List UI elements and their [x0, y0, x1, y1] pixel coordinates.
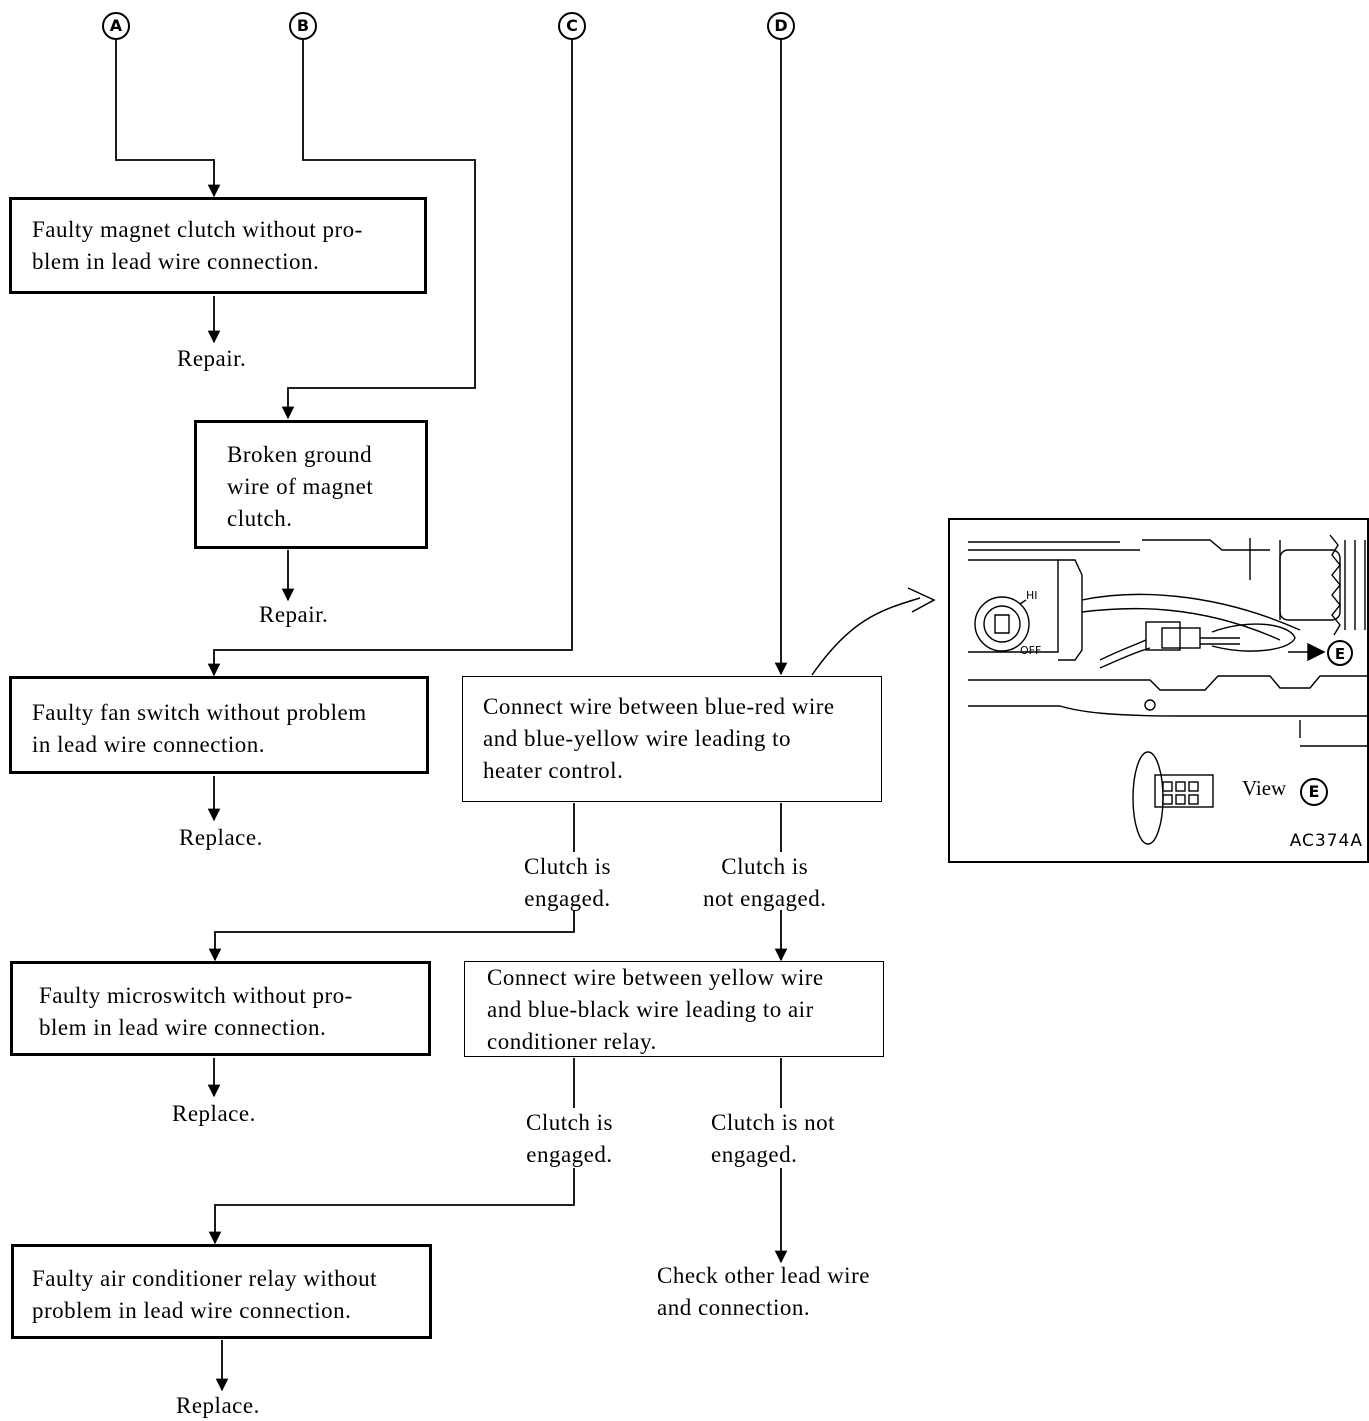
- box-text-line: Faulty fan switch without problem: [32, 700, 367, 725]
- box-text-line: clutch.: [227, 506, 293, 531]
- box-connect-heater-control: Connect wire between blue-red wire and b…: [462, 676, 882, 802]
- result-repair-ground-wire: Repair.: [259, 602, 329, 627]
- box-text-line: Connect wire between yellow wire: [487, 965, 824, 990]
- box-text-line: Connect wire between blue-red wire: [483, 694, 835, 719]
- connector-a: [115, 40, 221, 198]
- condition-text-line: Clutch is: [524, 854, 611, 879]
- switch-off-label: OFF: [1020, 644, 1041, 657]
- condition-text-line: engaged.: [711, 1142, 798, 1167]
- marker-d: D: [767, 12, 795, 40]
- connector-relay-engaged: [208, 1168, 575, 1245]
- switch-hi-label: HI: [1026, 589, 1038, 602]
- condition-text-line: Clutch is: [526, 1110, 613, 1135]
- box-text-line: blem in lead wire connection.: [39, 1015, 327, 1040]
- condition-text-line: not engaged.: [703, 886, 827, 911]
- marker-c: C: [558, 12, 586, 40]
- illustration-pointer-arrow: [811, 597, 921, 676]
- box-text-line: Faulty microswitch without pro-: [39, 983, 353, 1008]
- box-faulty-magnet-clutch: Faulty magnet clutch without pro- blem i…: [9, 197, 427, 294]
- box-text-line: and blue-black wire leading to air: [487, 997, 814, 1022]
- heater-control-illustration: HI OFF E: [968, 534, 1367, 845]
- box-text-line: Faulty air conditioner relay without: [32, 1266, 378, 1291]
- result-check-other-lead-wire: Check other lead wire and connection.: [657, 1260, 870, 1324]
- box-text-line: heater control.: [483, 758, 624, 783]
- condition-heater-clutch-not-engaged: Clutch is not engaged.: [703, 851, 827, 915]
- marker-a: A: [102, 12, 130, 40]
- box-connect-ac-relay: Connect wire between yellow wire and blu…: [464, 961, 884, 1057]
- illustration-pointer-head: [907, 587, 936, 613]
- box-broken-ground-wire: Broken ground wire of magnet clutch.: [194, 420, 428, 549]
- result-text-line: Check other lead wire: [657, 1263, 870, 1288]
- box-text-line: Faulty magnet clutch without pro-: [32, 217, 363, 242]
- box-text-line: conditioner relay.: [487, 1029, 657, 1054]
- view-e-label: View: [1242, 776, 1287, 800]
- box-faulty-fan-switch: Faulty fan switch without problem in lea…: [9, 676, 429, 774]
- condition-relay-clutch-engaged: Clutch is engaged.: [526, 1107, 613, 1171]
- box-text-line: Broken ground: [227, 442, 373, 467]
- result-text-line: and connection.: [657, 1295, 811, 1320]
- connector-c: [207, 40, 573, 677]
- condition-text-line: Clutch is: [721, 854, 809, 879]
- result-replace-fan-switch: Replace.: [179, 825, 263, 850]
- figure-code: AC374A: [1289, 831, 1363, 851]
- view-e-marker: E: [1300, 778, 1328, 806]
- result-repair-magnet-clutch: Repair.: [177, 346, 247, 371]
- box-text-line: problem in lead wire connection.: [32, 1298, 352, 1323]
- condition-text-line: engaged.: [524, 886, 611, 911]
- condition-text-line: engaged.: [526, 1142, 613, 1167]
- box-faulty-microswitch: Faulty microswitch without pro- blem in …: [10, 961, 431, 1056]
- box-text-line: and blue-yellow wire leading to: [483, 726, 792, 751]
- box-faulty-ac-relay: Faulty air conditioner relay without pro…: [11, 1244, 432, 1339]
- condition-relay-clutch-not-engaged: Clutch is not engaged.: [711, 1107, 835, 1171]
- connector-heater-engaged: [208, 910, 575, 962]
- callout-e-label: E: [1335, 645, 1345, 663]
- illustration-panel: HI OFF E View E AC374A: [948, 518, 1369, 863]
- result-replace-ac-relay: Replace.: [176, 1393, 260, 1418]
- box-text-line: in lead wire connection.: [32, 732, 265, 757]
- result-replace-microswitch: Replace.: [172, 1101, 256, 1126]
- condition-text-line: Clutch is not: [711, 1110, 836, 1135]
- box-text-line: blem in lead wire connection.: [32, 249, 320, 274]
- marker-b: B: [289, 12, 317, 40]
- box-text-line: wire of magnet: [227, 474, 374, 499]
- condition-heater-clutch-engaged: Clutch is engaged.: [524, 851, 611, 915]
- connector-b: [281, 40, 476, 420]
